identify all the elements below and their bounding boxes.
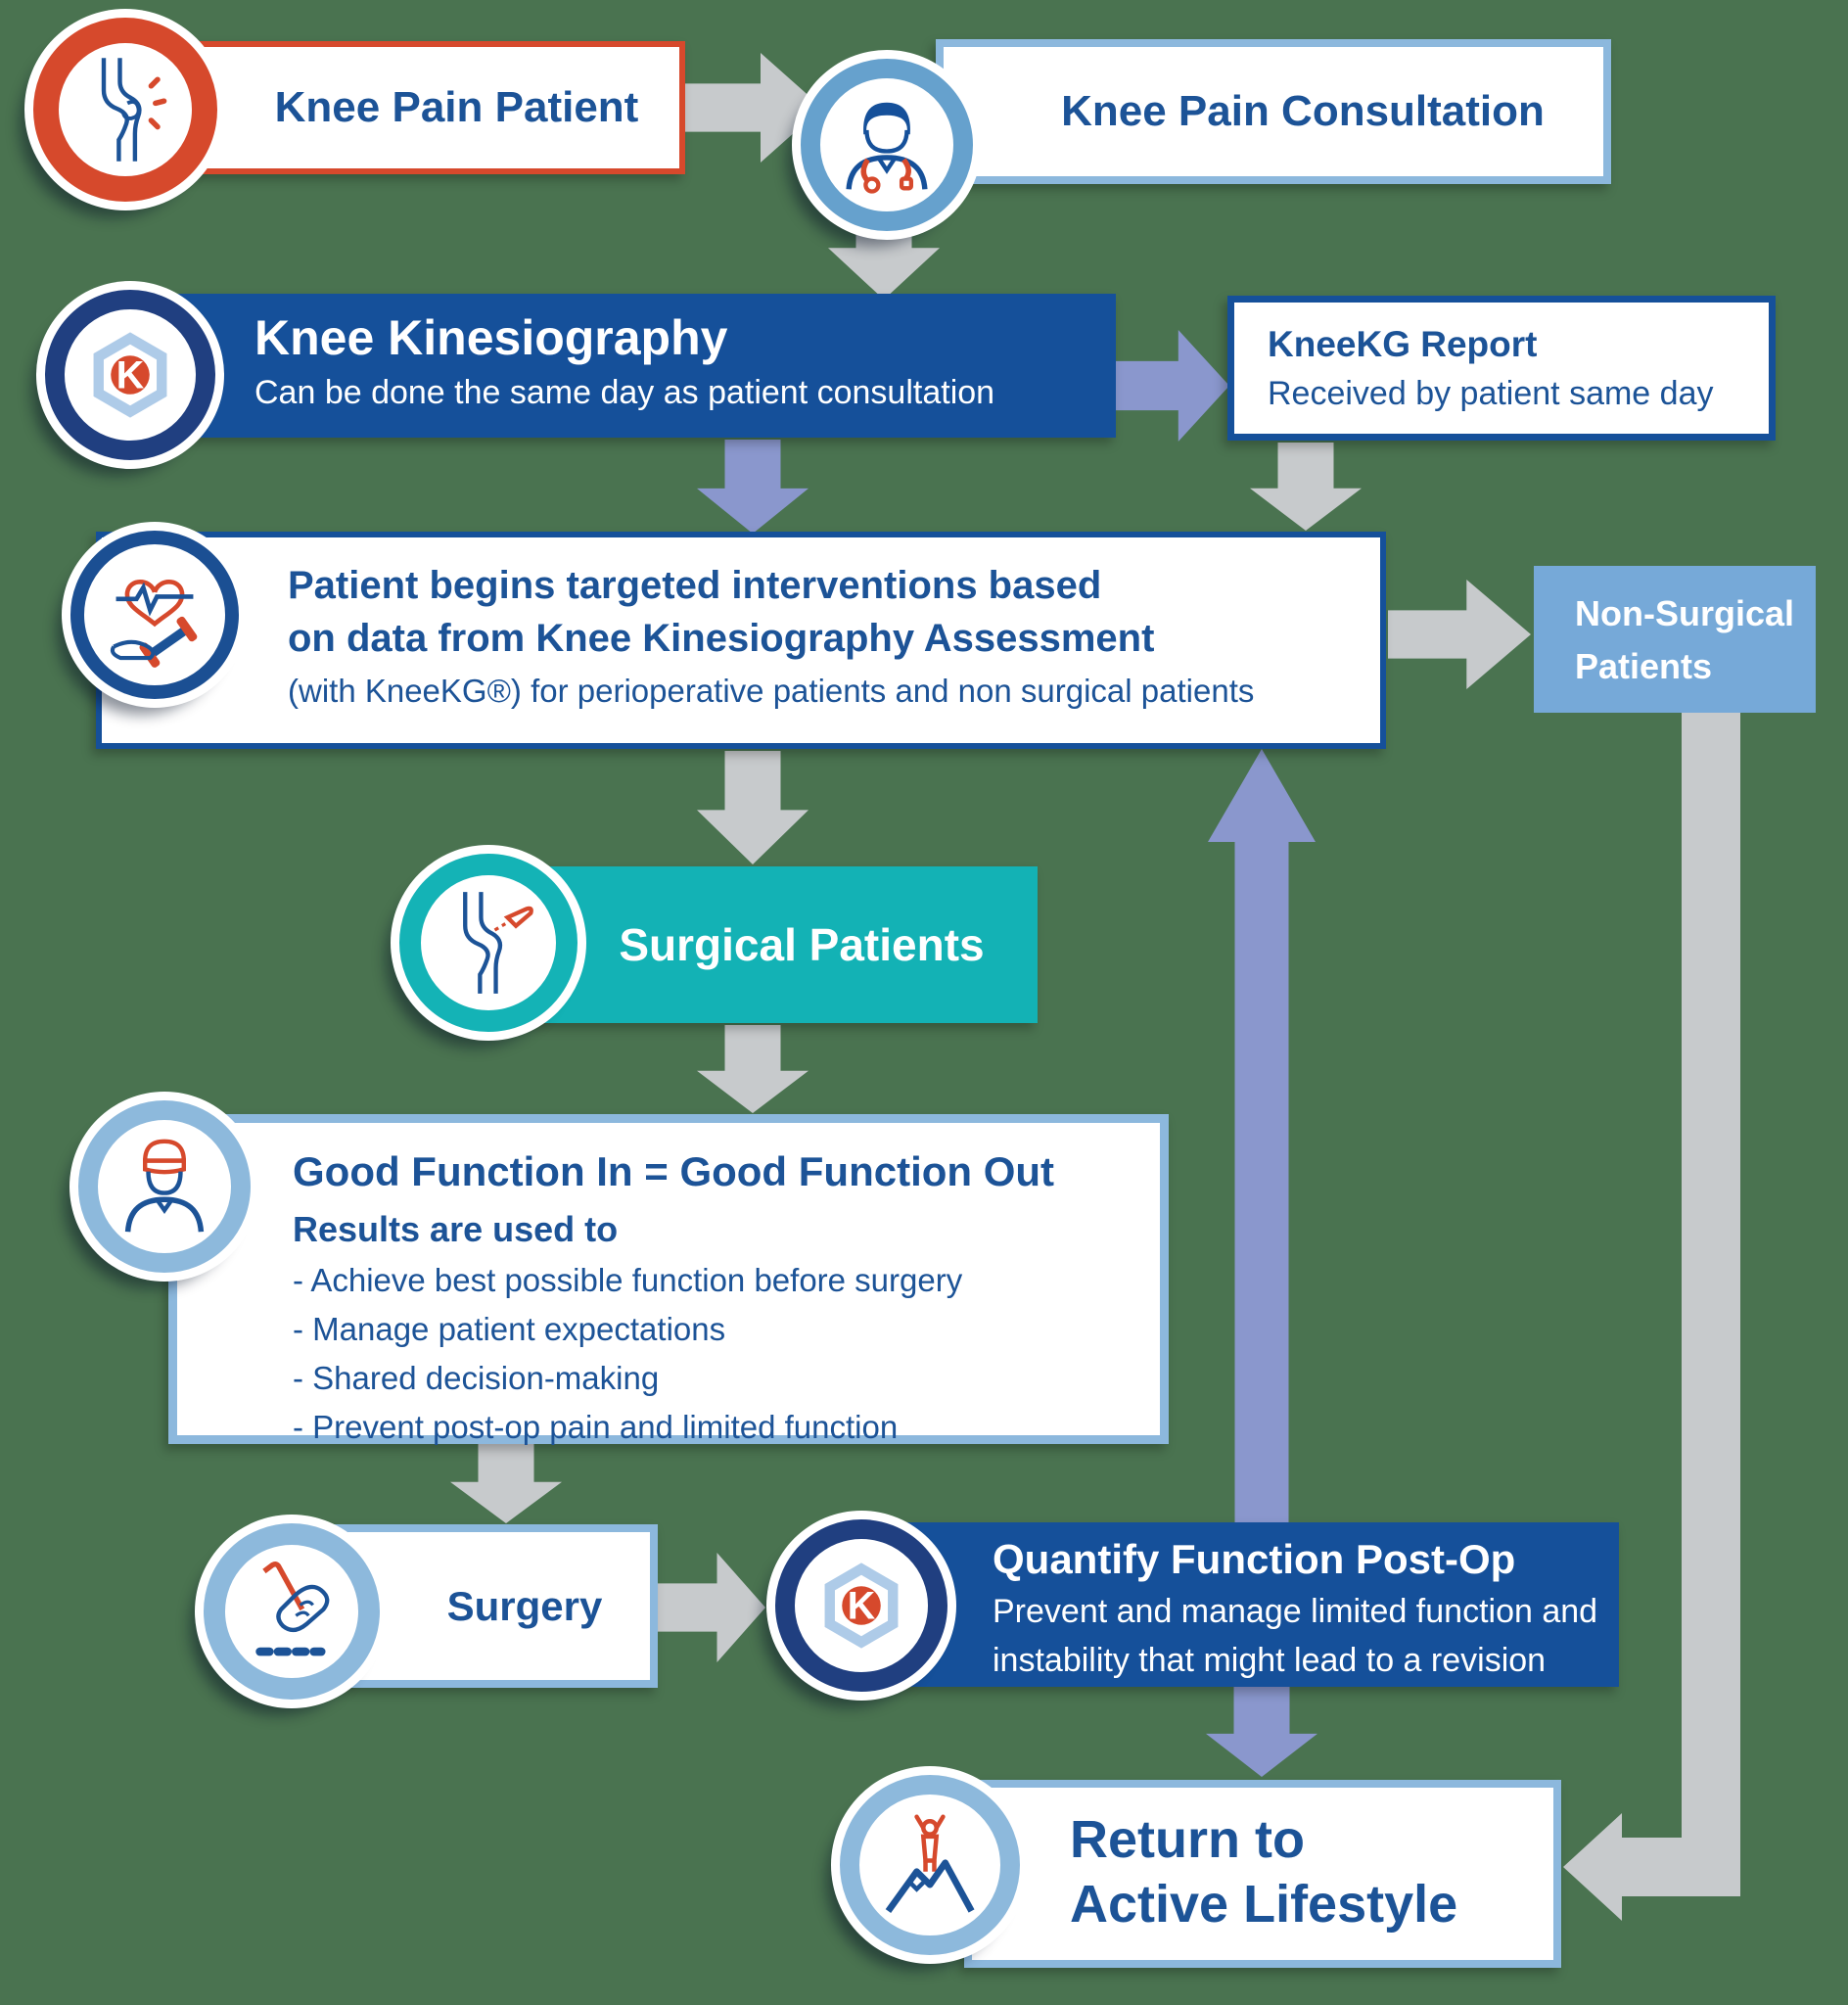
arrow-surgical-to-goodfunction bbox=[697, 1025, 808, 1113]
arrow-quantify-to-interventions-up bbox=[1208, 749, 1316, 1524]
non-surgical-line2: Patients bbox=[1575, 646, 1713, 686]
node-knee-pain-consultation: Knee Pain Consultation bbox=[936, 39, 1611, 184]
arrow-kinesiography-to-report bbox=[1116, 330, 1229, 442]
svg-text:K: K bbox=[848, 1585, 876, 1628]
surgical-knee-icon bbox=[399, 854, 578, 1032]
node-knee-kinesiography: Knee Kinesiography Can be done the same … bbox=[116, 294, 1116, 438]
return-line1: Return to bbox=[1070, 1810, 1305, 1869]
good-function-subtitle: Results are used to bbox=[293, 1209, 619, 1249]
good-function-bullet-1: - Achieve best possible function before … bbox=[293, 1262, 963, 1298]
node-interventions: Patient begins targeted interventions ba… bbox=[96, 532, 1386, 749]
good-function-bullet-4: - Prevent post-op pain and limited funct… bbox=[293, 1409, 899, 1445]
knee-pain-patient-label: Knee Pain Patient bbox=[274, 83, 639, 131]
svg-text:K: K bbox=[116, 354, 145, 397]
knee-pain-consultation-label: Knee Pain Consultation bbox=[1061, 87, 1545, 135]
arrow-interventions-to-nonsurgical bbox=[1388, 580, 1531, 689]
node-knee-pain-patient: Knee Pain Patient bbox=[160, 41, 685, 174]
knee-kinesiography-subtitle: Can be done the same day as patient cons… bbox=[254, 374, 995, 411]
mountain-climber-icon bbox=[840, 1775, 1020, 1955]
doctor-icon bbox=[801, 59, 973, 231]
interventions-line3: (with KneeKG®) for perioperative patient… bbox=[288, 673, 1255, 709]
node-return-active: Return to Active Lifestyle bbox=[964, 1780, 1561, 1968]
quantify-line1: Prevent and manage limited function and bbox=[993, 1593, 1598, 1630]
kneekg-report-title: KneeKG Report bbox=[1268, 324, 1538, 364]
kneekg-logo-icon: K bbox=[775, 1519, 947, 1692]
knee-kinesiography-title: Knee Kinesiography bbox=[254, 310, 728, 365]
arrow-kinesiography-to-interventions bbox=[697, 440, 808, 534]
arrow-interventions-to-surgical bbox=[697, 751, 808, 864]
good-function-title: Good Function In = Good Function Out bbox=[293, 1148, 1055, 1194]
knee-icon bbox=[33, 18, 217, 202]
activity-icon bbox=[70, 531, 239, 699]
arrow-nonsurgical-elbow-vertical bbox=[1682, 713, 1740, 1896]
scalpel-hand-icon bbox=[204, 1523, 380, 1700]
node-good-function: Good Function In = Good Function Out Res… bbox=[168, 1114, 1169, 1445]
node-quantify: Quantify Function Post-Op Prevent and ma… bbox=[848, 1522, 1619, 1687]
kneekg-logo-icon: K bbox=[45, 290, 215, 460]
surgery-label: Surgery bbox=[446, 1582, 603, 1629]
interventions-line1: Patient begins targeted interventions ba… bbox=[288, 564, 1102, 607]
arrow-quantify-to-return bbox=[1206, 1687, 1317, 1777]
quantify-line2: instability that might lead to a revisio… bbox=[993, 1642, 1547, 1679]
arrow-report-to-interventions bbox=[1250, 443, 1362, 531]
surgeon-icon bbox=[78, 1100, 251, 1273]
arrow-nonsurgical-elbow-horizontal bbox=[1621, 1838, 1740, 1896]
node-kneekg-report: KneeKG Report Received by patient same d… bbox=[1227, 296, 1776, 441]
surgical-patients-label: Surgical Patients bbox=[619, 919, 985, 970]
quantify-title: Quantify Function Post-Op bbox=[993, 1536, 1516, 1582]
non-surgical-line1: Non-Surgical bbox=[1575, 593, 1795, 633]
kneekg-report-subtitle: Received by patient same day bbox=[1268, 375, 1714, 412]
arrow-surgery-to-quantify bbox=[658, 1553, 765, 1662]
interventions-line2: on data from Knee Kinesiography Assessme… bbox=[288, 617, 1155, 660]
arrow-nonsurgical-elbow-head bbox=[1563, 1813, 1622, 1921]
good-function-bullet-2: - Manage patient expectations bbox=[293, 1311, 726, 1347]
good-function-bullet-3: - Shared decision-making bbox=[293, 1360, 660, 1396]
return-line2: Active Lifestyle bbox=[1070, 1875, 1458, 1934]
node-non-surgical-patients: Non-Surgical Patients bbox=[1534, 566, 1816, 713]
